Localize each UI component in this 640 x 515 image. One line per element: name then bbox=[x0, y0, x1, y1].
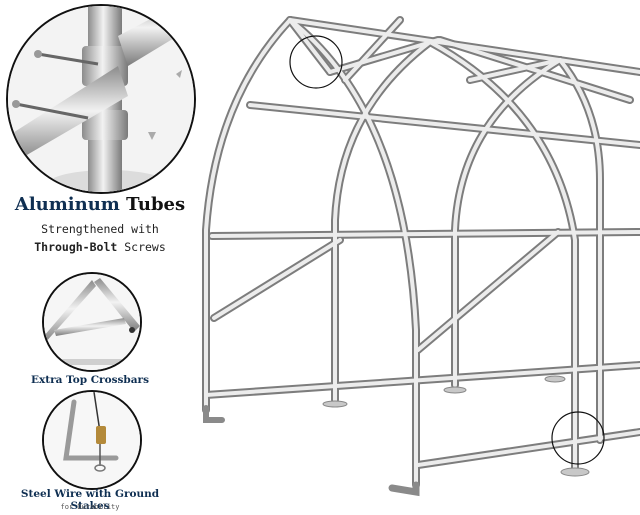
headline: Aluminum Tubes bbox=[0, 194, 200, 215]
headline-rest: Tubes bbox=[119, 194, 186, 215]
subline-screws: Through-Bolt Screws bbox=[0, 240, 200, 254]
detail-circle-ground-stake bbox=[42, 390, 142, 490]
subline-bold: Through-Bolt bbox=[34, 240, 118, 254]
detail-circle-crossbars bbox=[42, 272, 142, 372]
detail-circle-joint bbox=[6, 4, 196, 194]
subline-rest: Screws bbox=[117, 240, 166, 254]
ground-stake-illustration bbox=[44, 392, 140, 488]
greenhouse-frame-illustration bbox=[202, 16, 640, 497]
headline-accent: Aluminum bbox=[14, 194, 120, 215]
caption-ground-stakes: Steel Wire with Ground Stakes bbox=[20, 488, 160, 512]
caption-durability: for Durability bbox=[60, 503, 120, 511]
joint-detail-illustration bbox=[8, 6, 194, 192]
crossbar-detail-illustration bbox=[44, 274, 140, 370]
caption-top-crossbars: Extra Top Crossbars bbox=[30, 374, 150, 386]
subline-strengthened: Strengthened with bbox=[41, 222, 159, 236]
